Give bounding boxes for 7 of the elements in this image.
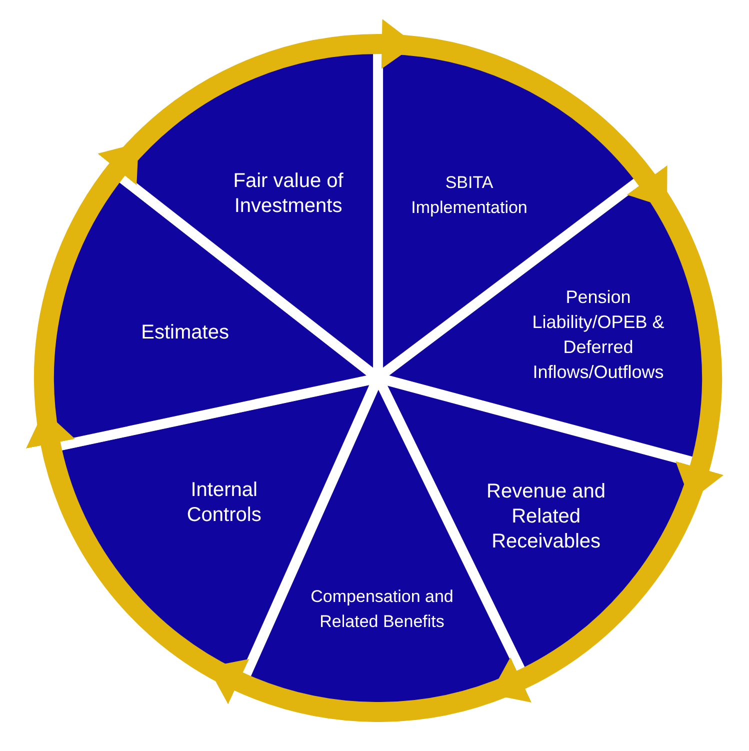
segment-label: Revenue and Related Receivables — [486, 479, 607, 554]
segment-label: Compensation and Related Benefits — [310, 586, 454, 633]
segment-label: SBITA Implementation — [410, 172, 528, 219]
segment-label: Estimates — [140, 320, 230, 346]
segment-label: Internal Controls — [186, 478, 262, 528]
segment-label: Pension Liability/OPEB & Deferred Inflows/Outflows — [531, 286, 666, 384]
segment-label: Fair value of Investments — [232, 169, 344, 220]
